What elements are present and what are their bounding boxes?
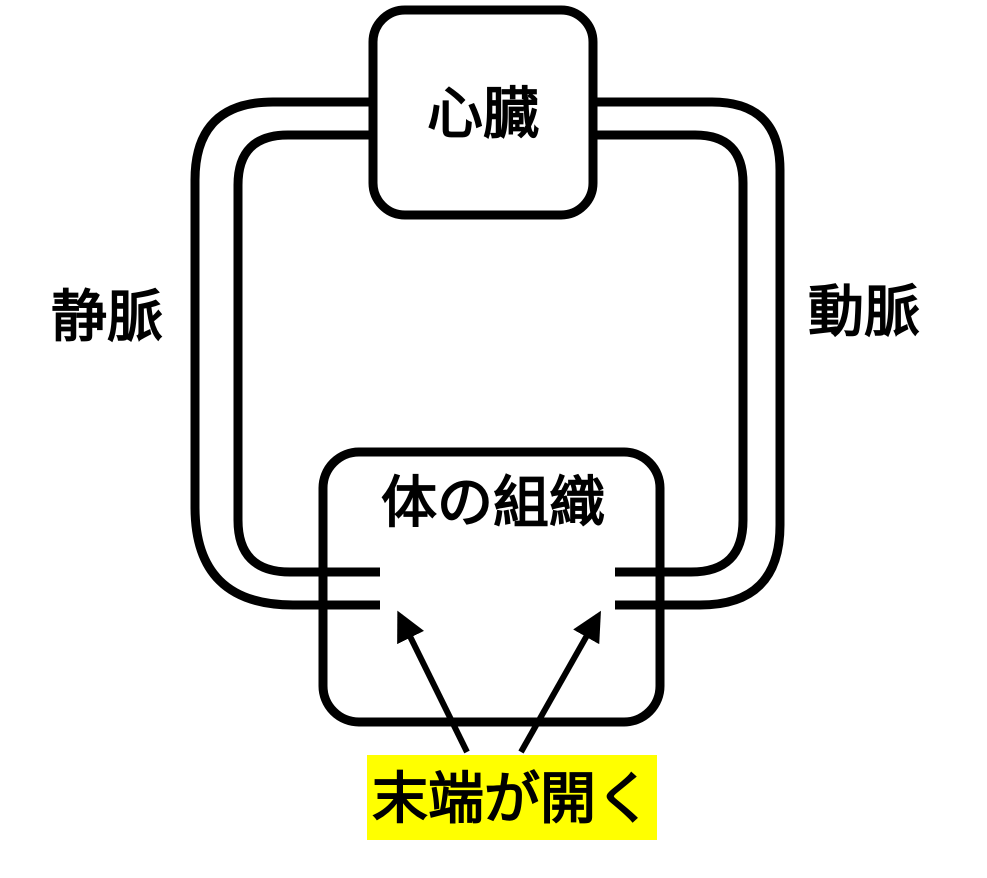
vein-label: 静脈 — [51, 285, 163, 350]
vessel-outer-wall — [190, 97, 785, 610]
arrow-to-vein-end — [397, 610, 470, 754]
tissue-label: 体の組織 — [381, 471, 605, 536]
callout-label: 末端が開く — [372, 767, 652, 832]
arrow-to-artery-end — [518, 610, 601, 754]
artery-label: 動脈 — [808, 280, 920, 345]
callout-highlight — [367, 755, 657, 840]
heart-box — [368, 5, 598, 220]
heart-label: 心臓 — [427, 82, 539, 147]
